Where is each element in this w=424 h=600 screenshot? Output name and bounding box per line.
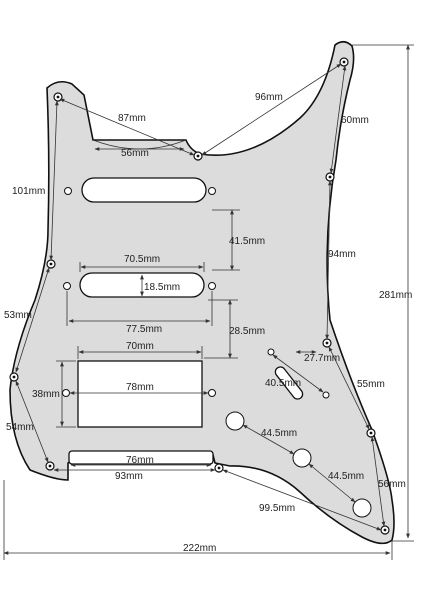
middle-pickup-screw-left <box>63 282 71 290</box>
screw-left-middle <box>46 259 56 269</box>
label-bottom-screw-span: 93mm <box>115 471 143 482</box>
label-switch-slot-length: 27.7mm <box>304 353 340 364</box>
dimension-labels: 87mm 56mm 96mm 60mm 101mm 41.5mm 94mm 28… <box>4 92 412 554</box>
label-bottom-right-edge: 56mm <box>378 479 406 490</box>
label-right-side-screws: 94mm <box>328 249 356 260</box>
label-neck-to-middle-pickup: 41.5mm <box>229 236 265 247</box>
pot-hole-3 <box>352 498 372 518</box>
screw-neck-pocket <box>193 151 203 161</box>
screw-left-lower <box>9 372 19 382</box>
label-overall-height: 281mm <box>379 290 412 301</box>
label-top-screw-span: 87mm <box>118 113 146 124</box>
label-left-lower-edge: 53mm <box>4 310 32 321</box>
switch-screw-bottom <box>322 391 330 399</box>
label-pot-spacing-upper: 44.5mm <box>261 428 297 439</box>
label-middle-to-humbucker: 28.5mm <box>229 326 265 337</box>
screw-right-lower <box>366 428 376 438</box>
label-humbucker-width: 38mm <box>32 389 60 400</box>
label-bottom-left-edge: 54mm <box>6 422 34 433</box>
screw-bottom-right <box>380 525 390 535</box>
neck-pickup-screw-left <box>64 187 72 195</box>
label-upper-left-edge: 101mm <box>12 186 45 197</box>
label-bottom-diagonal: 99.5mm <box>259 503 295 514</box>
screw-top-left <box>53 92 63 102</box>
screw-right-middle <box>322 338 332 348</box>
label-horn-to-neck-screw: 96mm <box>255 92 283 103</box>
middle-pickup-screw-right <box>208 282 216 290</box>
label-pot-spacing-lower: 44.5mm <box>328 471 364 482</box>
humbucker-cutout <box>77 360 203 428</box>
neck-pickup-screw-right <box>208 187 216 195</box>
screw-bottom-left <box>45 461 55 471</box>
label-lower-right-screws: 55mm <box>357 379 385 390</box>
humbucker-screw-right <box>208 389 216 397</box>
switch-screw-top <box>267 348 275 356</box>
label-middle-screw-span: 77.5mm <box>126 324 162 335</box>
label-switch-slot-spacing: 40.5mm <box>265 378 301 389</box>
screw-horn <box>339 57 349 67</box>
humbucker-screw-left <box>62 389 70 397</box>
label-horn-side-screw: 60mm <box>341 115 369 126</box>
label-humbucker-length: 70mm <box>126 341 154 352</box>
pot-hole-2 <box>292 448 312 468</box>
label-overall-width: 222mm <box>183 543 216 554</box>
pot-hole-1 <box>225 411 245 431</box>
neck-pickup-cutout <box>81 177 207 203</box>
label-bottom-cutout-width: 76mm <box>126 455 154 466</box>
label-single-coil-width: 18.5mm <box>144 282 180 293</box>
screw-right-upper <box>325 172 335 182</box>
label-neck-pocket-width: 56mm <box>121 148 149 159</box>
dimension-lines <box>3 44 414 560</box>
label-single-coil-length: 70.5mm <box>124 254 160 265</box>
label-humbucker-screw-span: 78mm <box>126 382 154 393</box>
screw-bottom-middle <box>214 463 224 473</box>
